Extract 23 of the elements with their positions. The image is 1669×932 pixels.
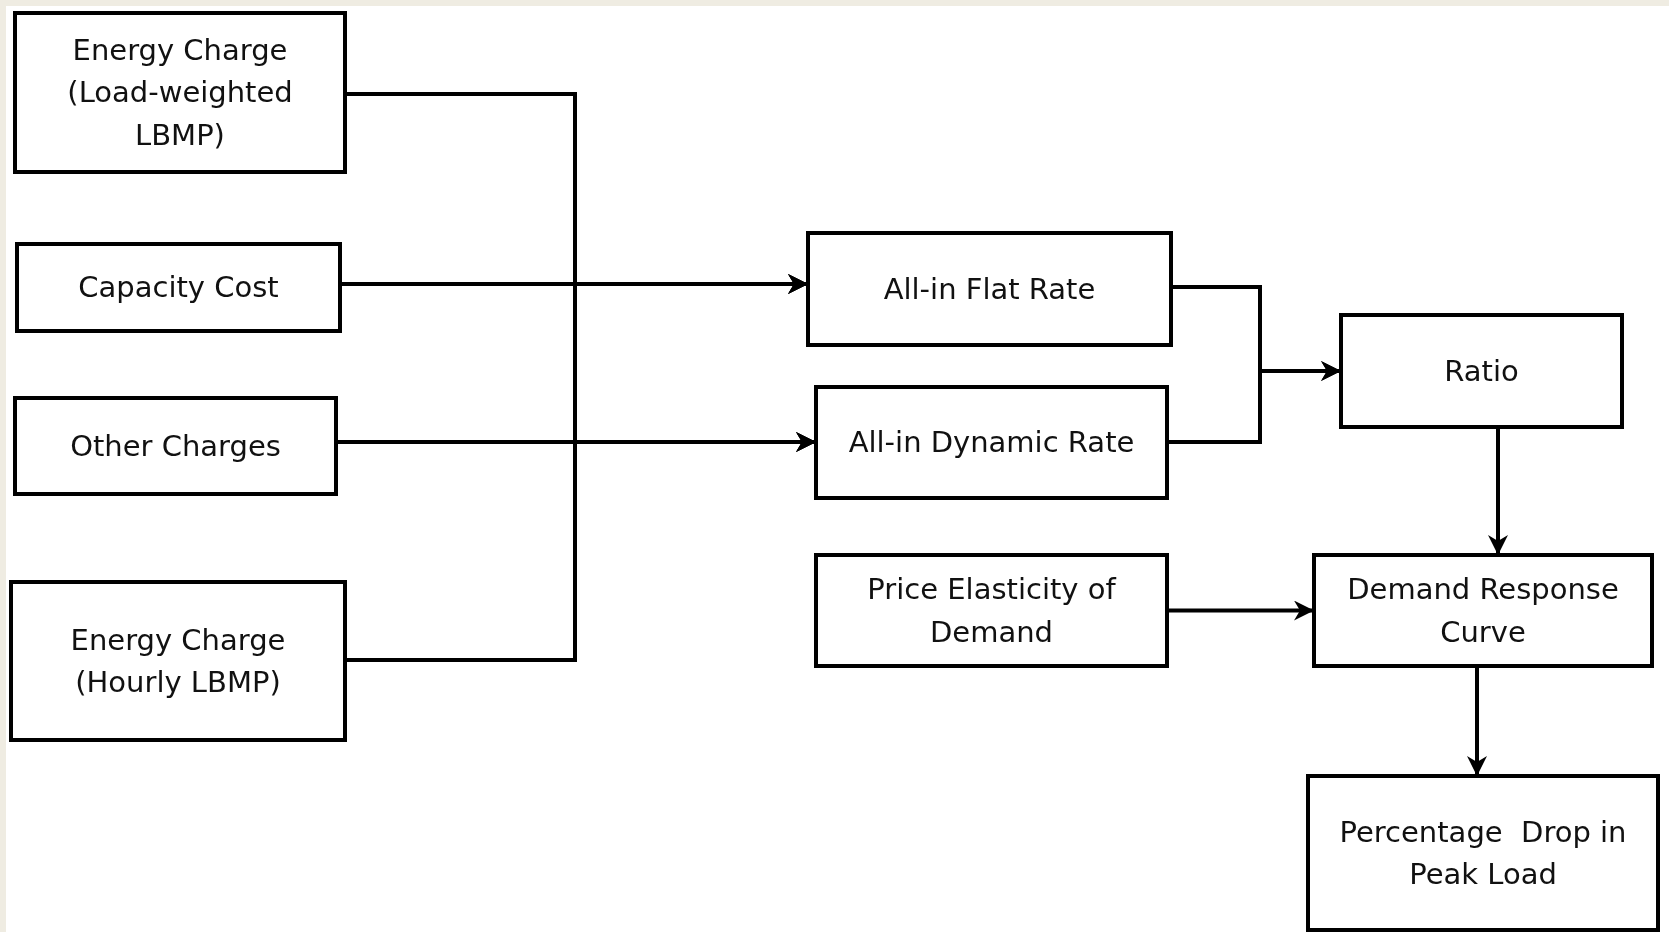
arrow [1169,600,1314,621]
process-box [13,11,347,174]
box-label: Percentage Drop in Peak Load [1338,813,1628,893]
box-label: All-in Flat Rate [882,270,1097,308]
process-box [1339,313,1624,429]
box-label: Demand Response Curve [1346,571,1620,651]
box-label: Energy Charge (Load-weighted LBMP) [66,32,294,154]
process-box [814,553,1169,668]
box-label: All-in Dynamic Rate [847,424,1136,462]
box-label: Price Elasticity of Demand [866,571,1118,651]
process-box [1312,553,1654,668]
process-box [9,580,347,742]
box-label: Ratio [1443,352,1520,390]
process-box [1306,774,1660,932]
process-box [15,242,342,333]
arrow [1467,668,1487,776]
process-box [806,231,1173,347]
arrow [1488,429,1508,555]
process-box [814,385,1169,500]
box-label: Other Charges [69,427,282,465]
box-label: Capacity Cost [77,269,280,307]
process-box [13,396,338,496]
box-label: Energy Charge (Hourly LBMP) [69,621,287,701]
